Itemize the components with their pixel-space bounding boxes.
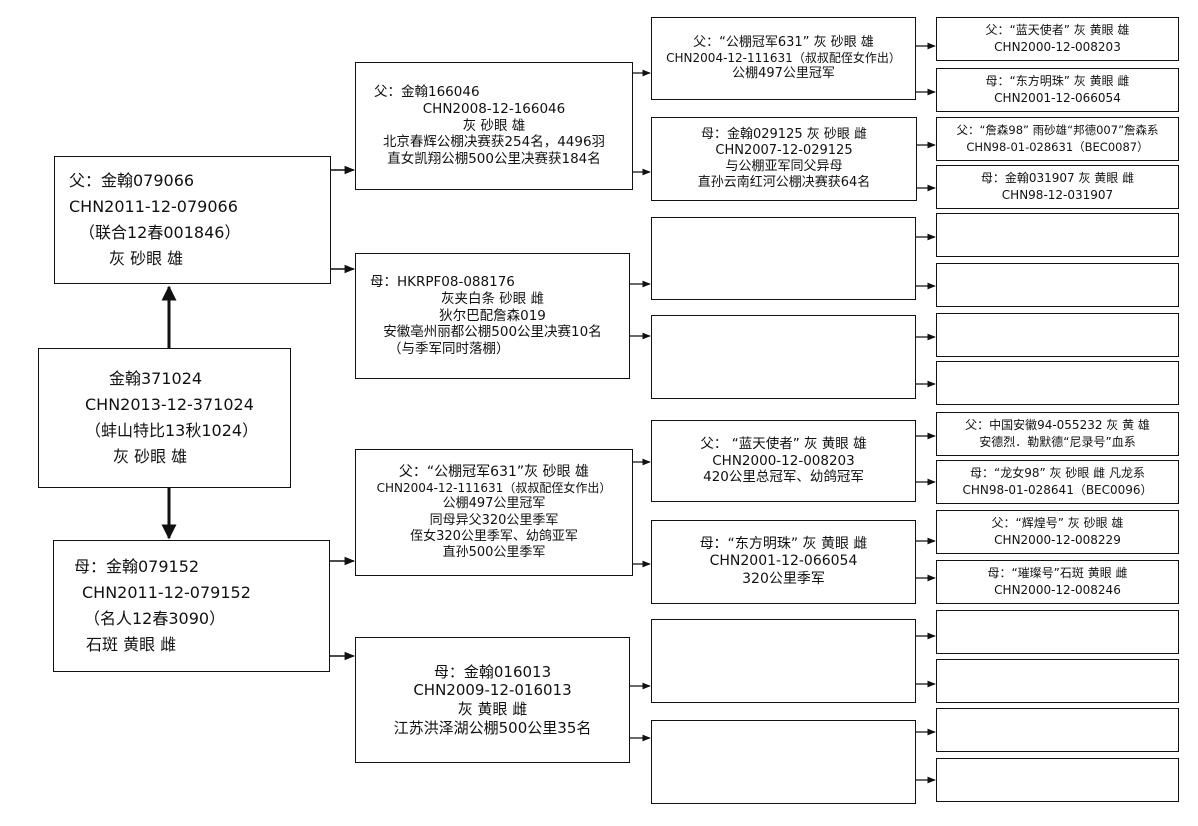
pedigree-line: CHN98-12-031907 (1001, 188, 1114, 202)
pedigree-line: 父：“蓝天使者” 灰 黄眼 雄 (985, 23, 1130, 37)
gen3-card: 父： “蓝天使者” 灰 黄眼 雄 CHN2000-12-008203 420公里… (651, 420, 916, 502)
pedigree-line: 父：“公棚冠军631”灰 砂眼 雄 (398, 463, 590, 480)
pedigree-line: CHN2000-12-008229 (994, 533, 1121, 547)
pedigree-line: 母：金翰016013 (433, 662, 552, 681)
gen3-card-empty (651, 315, 916, 399)
gen3-card: 母：“东方明珠” 灰 黄眼 雌 CHN2001-12-066054 320公里季… (651, 520, 916, 604)
pedigree-line: CHN2007-12-029125 (715, 142, 853, 158)
gen4-card-empty (936, 758, 1179, 802)
pedigree-line: 父：中国安徽94-055232 灰 黄 雄 (965, 418, 1150, 432)
pedigree-line: 侄女320公里季军、幼鸽亚军 (410, 528, 578, 544)
gen3-card-empty (651, 720, 916, 804)
pedigree-line: 同母异父320公里季军 (429, 512, 559, 528)
subject-traits: 灰 砂眼 雄 (113, 447, 188, 466)
pedigree-line: 灰夹白条 砂眼 雌 (440, 290, 545, 307)
gen4-card: 父：中国安徽94-055232 灰 黄 雄 安德烈．勒默德“尼录号”血系 (936, 412, 1179, 456)
gen4-card: 母：“龙女98” 灰 砂眼 雌 凡龙系 CHN98-01-028641（BEC0… (936, 460, 1179, 504)
gen4-card-empty (936, 313, 1179, 357)
paternal-grandsire-card: 父：金翰166046 CHN2008-12-166046 灰 砂眼 雄 北京春辉… (355, 62, 633, 190)
gen4-card: 父：“詹森98” 雨砂雄“邦德007”詹森系 CHN98-01-028631（B… (936, 117, 1179, 161)
maternal-granddam-card: 母：金翰016013 CHN2009-12-016013 灰 黄眼 雌 江苏洪泽… (355, 637, 630, 763)
pedigree-line: 父：“公棚冠军631” 灰 砂眼 雄 (693, 34, 874, 50)
gen4-card-empty (936, 213, 1179, 257)
pedigree-line: 母：“璀璨号”石斑 黄眼 雌 (987, 566, 1128, 580)
pedigree-line: CHN2008-12-166046 (422, 100, 566, 117)
dam-alias: （名人12春3090） (84, 609, 226, 628)
pedigree-line: 母：金翰029125 灰 砂眼 雌 (700, 126, 868, 142)
gen3-card: 父：“公棚冠军631” 灰 砂眼 雄 CHN2004-12-111631（叔叔配… (651, 17, 916, 100)
gen4-card-empty (936, 263, 1179, 307)
pedigree-line: 父：“詹森98” 雨砂雄“邦德007”詹森系 (956, 123, 1159, 137)
pedigree-line: 江苏洪泽湖公棚500公里35名 (393, 718, 592, 737)
pedigree-line: 母：HKRPF08-088176 (370, 273, 515, 290)
pedigree-line: CHN98-01-028641（BEC0096） (962, 483, 1153, 497)
maternal-grandsire-card: 父：“公棚冠军631”灰 砂眼 雄 CHN2004-12-111631（叔叔配侄… (355, 449, 633, 576)
pedigree-line: 父： “蓝天使者” 灰 黄眼 雄 (700, 435, 867, 452)
sire-card: 父：金翰079066 CHN2011-12-079066 （联合12春00184… (54, 156, 331, 284)
pedigree-line: 母：“东方明珠” 灰 黄眼 雌 (985, 74, 1130, 88)
pedigree-line: CHN2000-12-008246 (994, 583, 1121, 597)
gen4-card: 母：“东方明珠” 灰 黄眼 雌 CHN2001-12-066054 (936, 68, 1179, 112)
sire-alias: （联合12春001846） (79, 223, 241, 242)
pedigree-line: 安德烈．勒默德“尼录号”血系 (979, 435, 1136, 449)
dam-ring: CHN2011-12-079152 (82, 583, 251, 602)
pedigree-line: CHN2001-12-066054 (994, 91, 1121, 105)
pedigree-line: 320公里季军 (742, 570, 825, 587)
pedigree-line: 北京春辉公棚决赛获254名，4496羽 (382, 134, 606, 151)
gen4-card-empty (936, 708, 1179, 752)
pedigree-line: 直孙500公里季军 (442, 545, 546, 560)
gen3-card-empty (651, 217, 916, 300)
gen3-card-empty (651, 619, 916, 703)
pedigree-line: 公棚497公里冠军 (732, 66, 835, 81)
gen3-card: 母：金翰029125 灰 砂眼 雌 CHN2007-12-029125 与公棚亚… (651, 117, 917, 201)
pedigree-line: 父：“辉煌号” 灰 砂眼 雄 (991, 516, 1124, 530)
pedigree-line: 母：“东方明珠” 灰 黄眼 雌 (699, 535, 868, 552)
gen4-card-empty (936, 610, 1179, 654)
pedigree-line: CHN2009-12-016013 (413, 681, 572, 700)
pedigree-line: 与公棚亚军同父异母 (725, 159, 843, 174)
pedigree-line: 灰 砂眼 雄 (462, 117, 526, 134)
pedigree-line: 直女凯翔公棚500公里决赛获184名 (387, 151, 601, 168)
gen4-card: 母：金翰031907 灰 黄眼 雌 CHN98-12-031907 (936, 165, 1179, 209)
pedigree-line: 灰 黄眼 雌 (457, 700, 528, 718)
paternal-granddam-card: 母：HKRPF08-088176 灰夹白条 砂眼 雌 狄尔巴配詹森019 安徽亳… (355, 253, 630, 379)
pedigree-line: 420公里总冠军、幼鸽冠军 (703, 469, 864, 486)
pedigree-line: 公棚497公里冠军 (442, 496, 546, 512)
pedigree-line: CHN2004-12-111631（叔叔配侄女作出） (376, 481, 612, 496)
gen4-card: 母：“璀璨号”石斑 黄眼 雌 CHN2000-12-008246 (936, 560, 1179, 604)
dam-name: 母：金翰079152 (74, 557, 200, 576)
pedigree-line: CHN98-01-028631（BEC0087） (966, 140, 1149, 154)
subject-ring: CHN2013-12-371024 (85, 395, 254, 414)
pedigree-line: 父：金翰166046 (374, 83, 480, 100)
pedigree-line: 狄尔巴配詹森019 (439, 307, 546, 324)
pedigree-line: CHN2000-12-008203 (712, 452, 855, 469)
gen4-card: 父：“蓝天使者” 灰 黄眼 雄 CHN2000-12-008203 (936, 17, 1179, 61)
pedigree-line: CHN2000-12-008203 (994, 40, 1121, 54)
sire-name: 父：金翰079066 (69, 171, 195, 190)
gen4-card-empty (936, 361, 1179, 405)
pedigree-line: 母：金翰031907 灰 黄眼 雌 (980, 171, 1135, 185)
pedigree-line: 安徽亳州丽都公棚500公里决赛10名 (383, 324, 602, 341)
gen4-card: 父：“辉煌号” 灰 砂眼 雄 CHN2000-12-008229 (936, 510, 1179, 554)
pedigree-line: CHN2004-12-111631（叔叔配侄女作出） (666, 51, 901, 65)
subject-name: 金翰371024 (109, 369, 203, 388)
subject-pigeon-card: 金翰371024 CHN2013-12-371024 （蚌山特比13秋1024）… (38, 348, 291, 488)
sire-traits: 灰 砂眼 雄 (109, 249, 184, 268)
pedigree-line: （与季军同时落棚） (388, 341, 510, 358)
subject-alias: （蚌山特比13秋1024） (85, 421, 259, 440)
dam-card: 母：金翰079152 CHN2011-12-079152 （名人12春3090）… (53, 540, 330, 672)
sire-ring: CHN2011-12-079066 (69, 197, 238, 216)
dam-traits: 石斑 黄眼 雌 (86, 635, 177, 654)
pedigree-line: 直孙云南红河公棚决赛获64名 (697, 175, 871, 191)
pedigree-line: CHN2001-12-066054 (709, 553, 858, 570)
pedigree-line: 母：“龙女98” 灰 砂眼 雌 凡龙系 (970, 466, 1145, 480)
gen4-card-empty (936, 659, 1179, 703)
